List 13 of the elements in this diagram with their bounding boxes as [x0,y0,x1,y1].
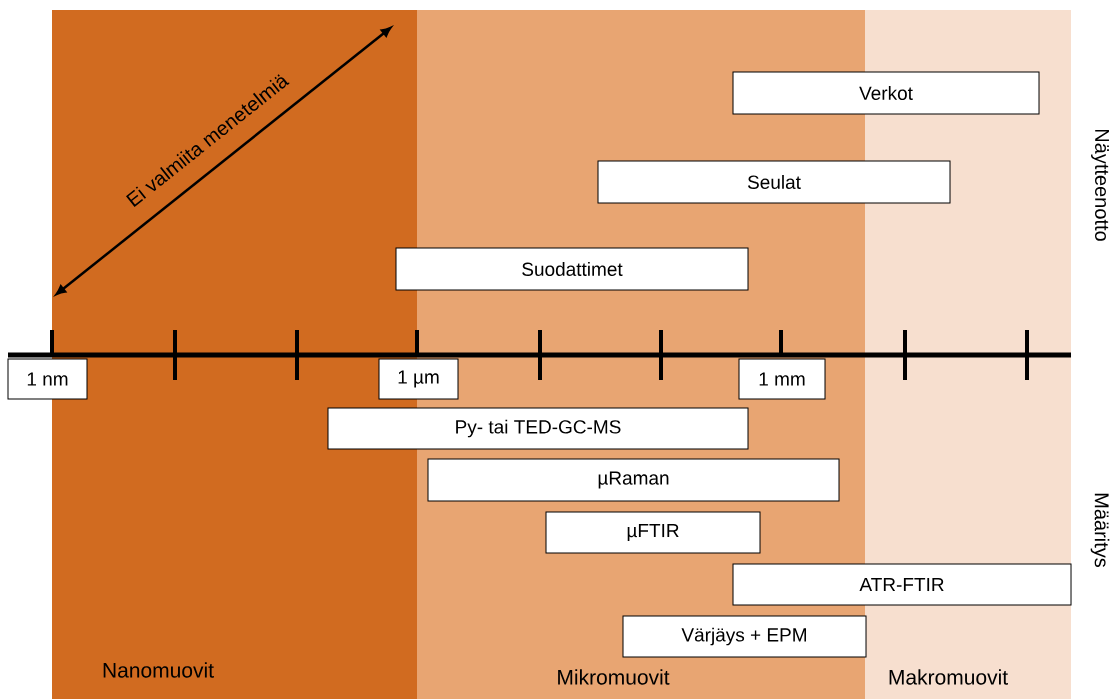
method-box: Suodattimet [395,247,749,291]
scale-label: 1 µm [378,358,459,400]
side-label: Näytteenotto [1091,129,1109,241]
method-box: µRaman [427,458,840,502]
method-box: µFTIR [545,511,761,554]
method-box: ATR-FTIR [732,563,1072,606]
scale-label: 1 nm [7,358,88,400]
side-label: Määritys [1090,493,1110,568]
scale-label: 1 mm [738,358,826,400]
method-box: Py- tai TED-GC-MS [327,407,749,450]
method-box: Seulat [597,160,951,204]
method-box: Verkot [732,71,1040,115]
method-box: Värjäys + EPM [622,615,867,658]
